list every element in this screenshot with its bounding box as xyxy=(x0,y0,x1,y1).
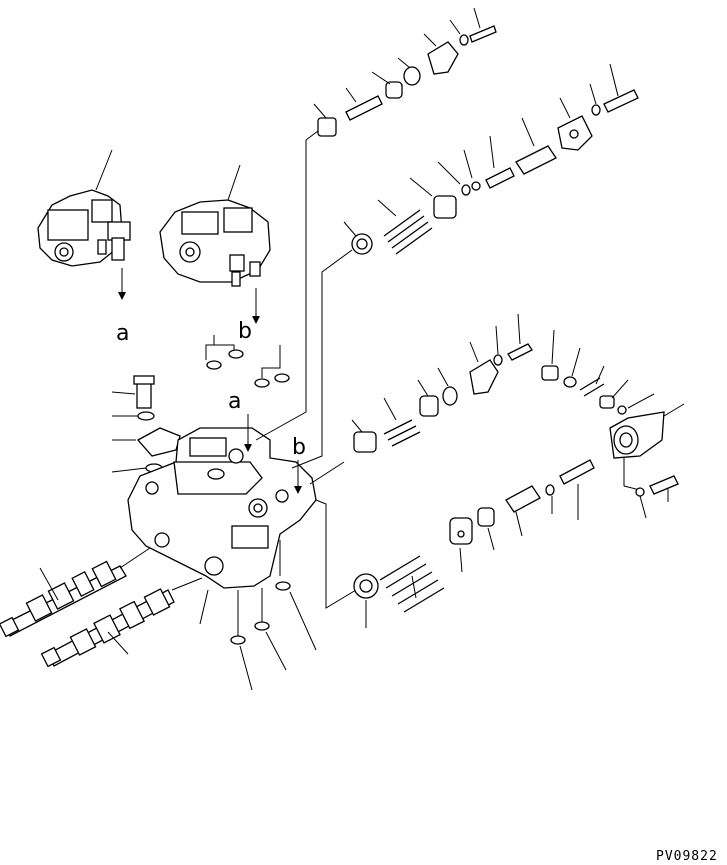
parts-row-4 xyxy=(541,329,655,415)
parts-row-5 xyxy=(315,459,595,628)
spool-lower xyxy=(40,577,203,668)
o-rings-bottom-group xyxy=(199,540,317,691)
label-a-top: a xyxy=(116,321,129,346)
cover-parts-group xyxy=(111,375,181,473)
drawing-code: PV09822 xyxy=(656,849,718,864)
parts-row-2 xyxy=(291,63,639,469)
right-housing xyxy=(609,403,685,519)
parts-row-3 xyxy=(309,313,533,485)
label-b-top: b xyxy=(238,319,252,344)
parts-row-1 xyxy=(255,7,497,441)
spool-upper xyxy=(0,547,151,638)
o-rings-b-group xyxy=(205,335,290,388)
label-a-body: a xyxy=(228,389,241,414)
valve-subassembly-a xyxy=(37,149,131,300)
main-valve-body xyxy=(127,414,317,589)
valve-subassembly-b xyxy=(159,164,271,324)
label-b-body: b xyxy=(292,435,306,460)
